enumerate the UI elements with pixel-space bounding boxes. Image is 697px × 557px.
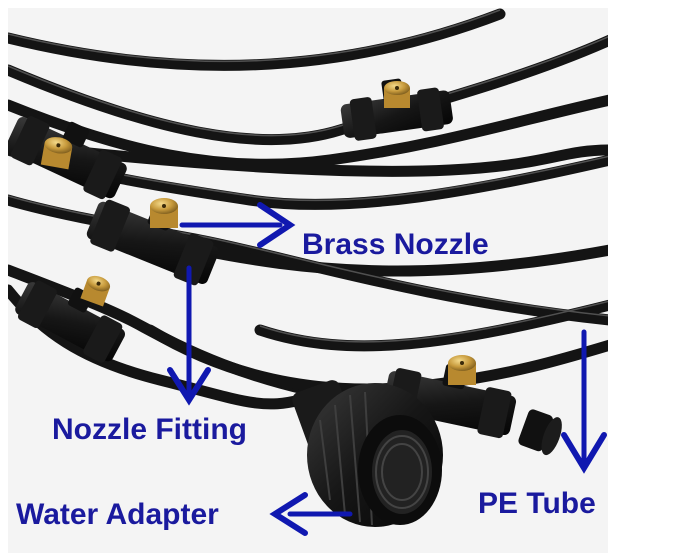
- tube-3: [8, 94, 608, 170]
- tubes-group: [8, 8, 608, 553]
- label-brass-nozzle: Brass Nozzle: [302, 228, 489, 261]
- tube-1: [8, 8, 506, 71]
- brass-nozzles: [40, 81, 476, 385]
- label-nozzle-fitting: Nozzle Fitting: [52, 413, 247, 446]
- label-water-adapter: Water Adapter: [16, 498, 219, 531]
- label-pe-tube: PE Tube: [478, 487, 596, 520]
- nozzle-fittings: [8, 78, 562, 456]
- tube-10: [254, 299, 608, 352]
- tube-7: [194, 244, 608, 277]
- tube-6: [8, 194, 608, 326]
- water-adapter-body: [292, 380, 443, 527]
- annotation-arrows: [167, 202, 607, 536]
- tube-2: [8, 34, 608, 146]
- tube-5: [54, 144, 608, 177]
